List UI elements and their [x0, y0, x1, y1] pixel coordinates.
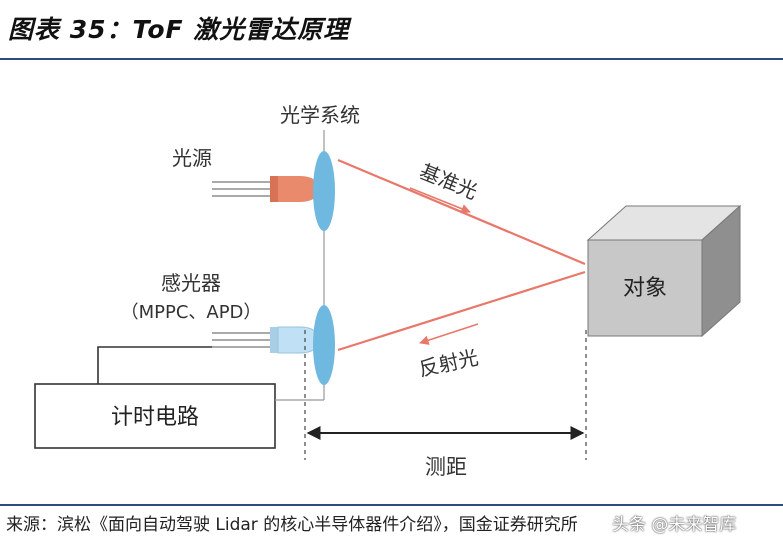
timing-circuit-box — [34, 383, 276, 449]
watermark: 头条 @未来智库 — [612, 515, 737, 535]
timing-circuit-label: 计时电路 — [111, 405, 199, 430]
sensor-wire — [97, 346, 212, 384]
target-object-label: 对象 — [623, 276, 667, 301]
light-source-emitter — [212, 176, 318, 202]
optics-lens-lower — [313, 305, 335, 385]
reference-direction-arrow — [409, 187, 471, 214]
light-source-label: 光源 — [172, 146, 212, 170]
sensor-label: 感光器 — [161, 271, 221, 295]
page-title: 图表 35：ToF 激光雷达原理 — [8, 15, 350, 44]
footer-divider — [0, 504, 783, 506]
sensor-sublabel: （MPPC、APD） — [121, 302, 262, 323]
source-note: 来源：滨松《面向自动驾驶 Lidar 的核心半导体器件介绍》，国金证券研究所 — [6, 515, 578, 535]
reflected-light-label: 反射光 — [417, 345, 481, 381]
title-divider — [0, 58, 783, 60]
optics-lens-upper — [313, 151, 335, 231]
reflected-direction-arrow — [419, 323, 479, 345]
optics-label: 光学系统 — [280, 103, 360, 127]
reflected-beam — [337, 270, 586, 352]
sensor-detector — [212, 326, 319, 354]
distance-label: 测距 — [425, 455, 467, 479]
target-object-cube — [586, 204, 742, 338]
